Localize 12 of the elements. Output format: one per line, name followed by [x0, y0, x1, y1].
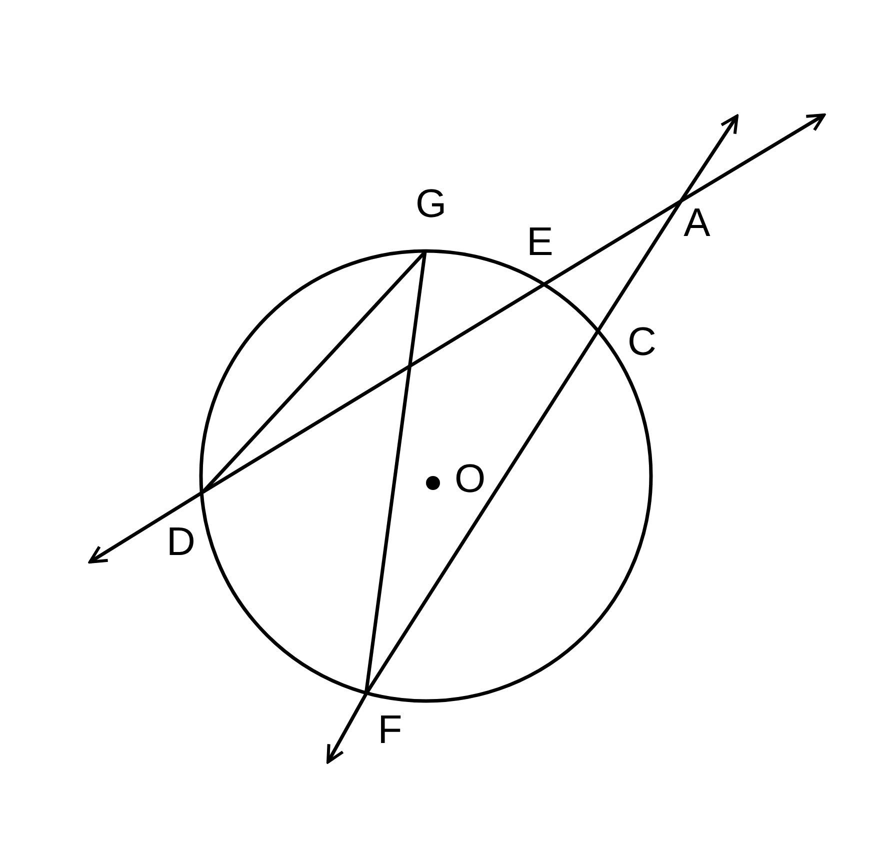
point-label: O: [454, 457, 486, 501]
point-label: F: [378, 708, 402, 752]
arrow-line: [680, 114, 826, 202]
arrow-line: [326, 693, 368, 764]
arrow-line: [88, 490, 204, 564]
point-label: C: [628, 320, 656, 364]
point-label: D: [166, 520, 196, 564]
line-segment: [202, 200, 682, 494]
arrow-line: [680, 114, 738, 202]
point-label: A: [684, 201, 710, 245]
point-label: G: [415, 182, 447, 226]
point-label: E: [526, 220, 554, 264]
